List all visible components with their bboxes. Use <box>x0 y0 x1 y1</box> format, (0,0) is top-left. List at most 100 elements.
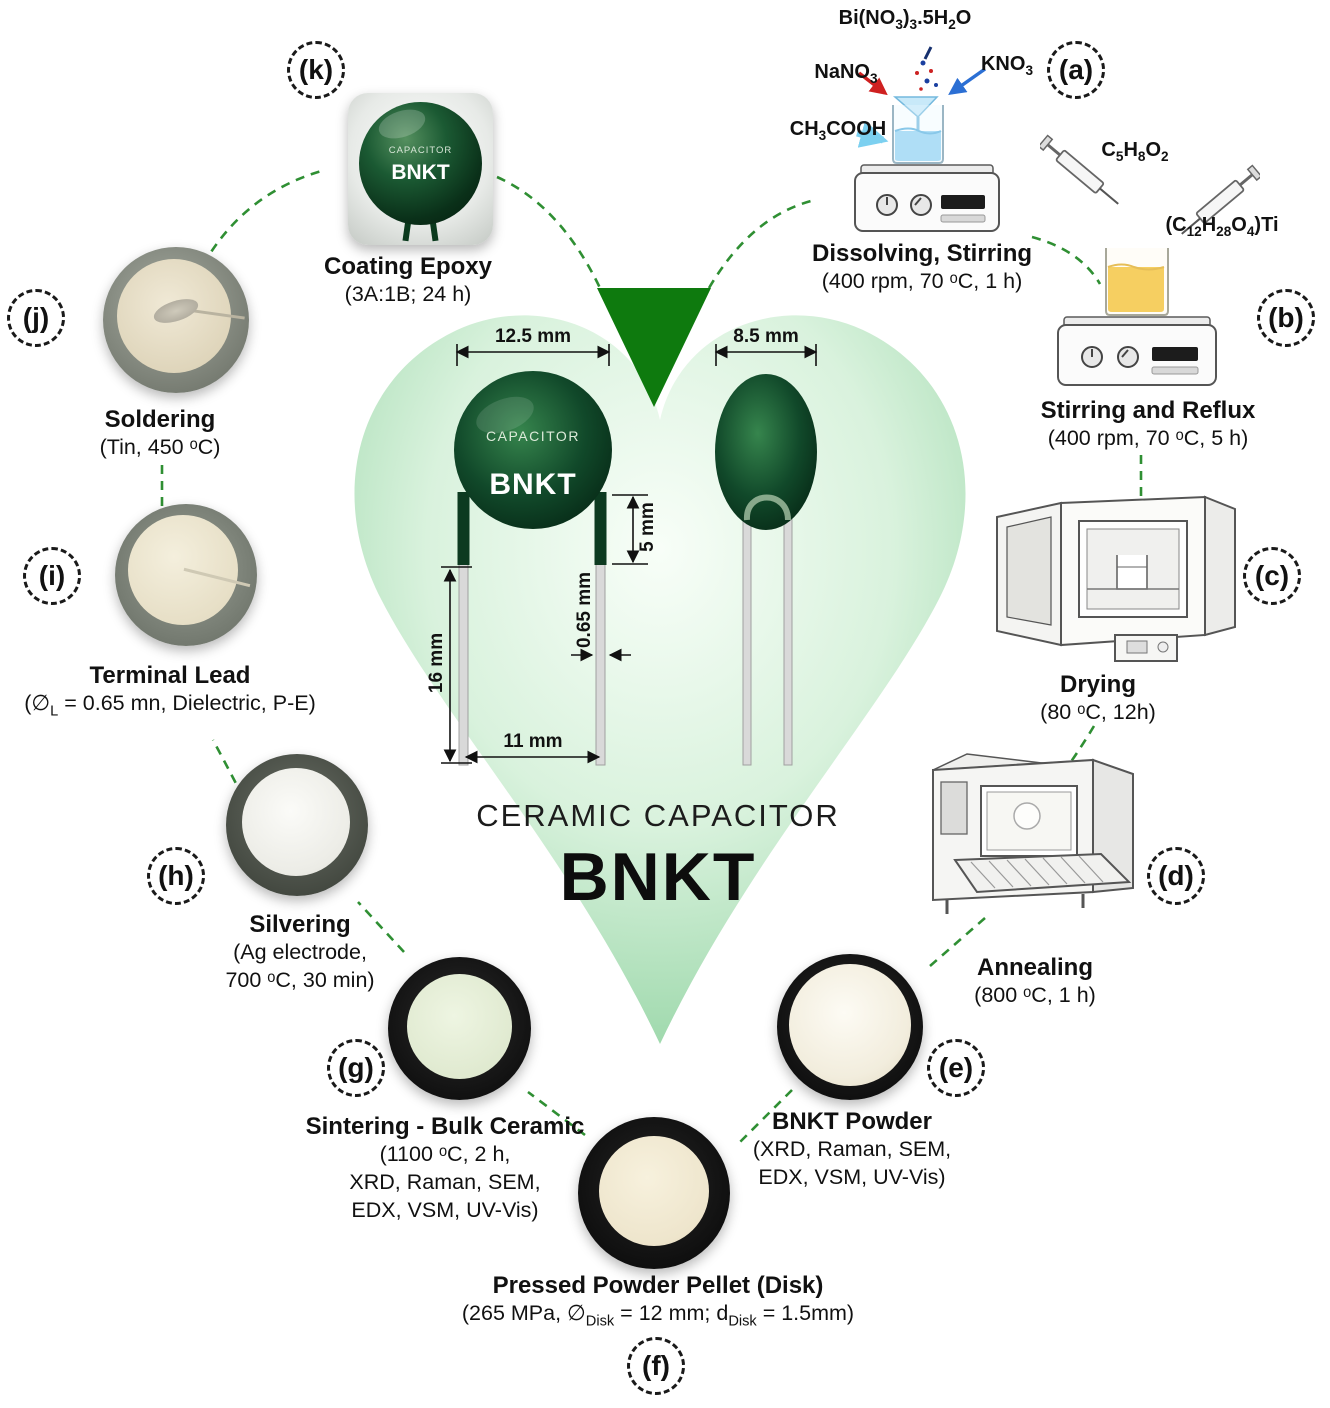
photo-terminal-lead <box>115 504 257 646</box>
dim-front-width: 12.5 mm <box>494 326 572 347</box>
caption-step-b: Stirring and Reflux (400 rpm, 70 ᵒC, 5 h… <box>1023 397 1273 453</box>
reagent-acetic-acid: CH3COOH <box>789 118 887 143</box>
caption-step-j: Soldering (Tin, 450 ᵒC) <box>60 406 260 462</box>
step-badge-b: (b) <box>1257 289 1315 347</box>
photo-silvered-disk <box>226 754 368 896</box>
syringe-icon <box>1181 164 1260 235</box>
step-detail: (265 MPa, ∅Disk = 12 mm; dDisk = 1.5mm) <box>461 1301 855 1330</box>
reagent-potassium-nitrate: KNO3 <box>980 53 1033 78</box>
reagent-bi-nitrate: Bi(NO3)3.5H2O <box>838 7 972 32</box>
caption-step-a: Dissolving, Stirring (400 rpm, 70 ᵒC, 1 … <box>772 240 1072 296</box>
dimension-arrows <box>441 344 818 764</box>
capacitor-front-label-top: CAPACITOR <box>486 428 580 444</box>
acid-arrow-icon <box>856 120 889 148</box>
photo-sintered-ceramic <box>388 957 531 1100</box>
flow-connector <box>527 1090 586 1137</box>
dim-side-width: 8.5 mm <box>733 326 799 347</box>
nano3-arrow-icon <box>857 71 888 96</box>
capacitor-side-disc <box>715 374 817 530</box>
photo-coated-capacitor: CAPACITOR BNKT <box>348 93 493 245</box>
step-badge-h: (h) <box>147 847 205 905</box>
flow-connector <box>739 1089 793 1143</box>
step-title: Silvering <box>249 911 351 938</box>
flow-connector <box>496 175 602 289</box>
figure-title: CERAMIC CAPACITOR <box>476 798 840 833</box>
heart-graphic <box>354 288 966 1045</box>
step-detail: (400 rpm, 70 ᵒC, 5 h) <box>1047 426 1249 451</box>
kno3-arrow-icon <box>948 67 987 96</box>
powder-surface <box>789 964 911 1086</box>
flow-connector <box>357 901 405 953</box>
caption-step-i: Terminal Lead (∅L = 0.65 mn, Dielectric,… <box>2 662 338 722</box>
sintered-disk <box>407 974 512 1079</box>
bi-salt-crystals-icon <box>915 46 938 91</box>
step-detail: (∅L = 0.65 mn, Dielectric, P-E) <box>24 691 316 720</box>
flow-connector <box>707 198 816 289</box>
dim-lead-diameter: 0.65 mm <box>574 571 595 649</box>
reagent-sodium-nitrate: NaNO3 <box>814 61 878 86</box>
step-title: Soldering <box>104 406 216 433</box>
capacitor-side-drawing <box>715 374 817 766</box>
step-badge-e: (e) <box>927 1039 985 1097</box>
dissolving-stirrer-illustration <box>854 46 1000 232</box>
step-badge-k: (k) <box>287 41 345 99</box>
capacitor-front-drawing <box>454 371 612 766</box>
magnetic-stirrer-icon <box>1057 316 1217 386</box>
step-detail: (Tin, 450 ᵒC) <box>99 435 221 460</box>
dim-lead-spacing: 11 mm <box>503 731 563 752</box>
step-detail: (3A:1B; 24 h) <box>344 282 472 307</box>
epoxy-ball <box>359 102 482 225</box>
step-detail: (400 rpm, 70 ᵒC, 1 h) <box>821 269 1023 294</box>
step-badge-d: (d) <box>1147 847 1205 905</box>
crucible-icon <box>1013 802 1041 830</box>
step-title: BNKT Powder <box>771 1108 932 1135</box>
photo-soldered-disk <box>103 247 249 393</box>
heart-notch-triangle <box>597 288 711 407</box>
step-detail: (800 ᵒC, 1 h) <box>974 983 1096 1008</box>
step-title: Stirring and Reflux <box>1040 397 1256 424</box>
step-badge-j: (j) <box>7 289 65 347</box>
step-title: Sintering - Bulk Ceramic <box>305 1113 585 1140</box>
step-detail: (XRD, Raman, SEM, EDX, VSM, UV-Vis) <box>752 1137 952 1190</box>
epoxy-ball-label-main: BNKT <box>391 161 450 184</box>
photo-bnkt-powder <box>777 954 923 1100</box>
figure-name: BNKT <box>559 839 757 915</box>
step-badge-g: (g) <box>327 1039 385 1097</box>
lead-attached-disk <box>128 515 238 625</box>
step-badge-f: (f) <box>627 1337 685 1395</box>
beaker-blue-icon <box>892 105 944 164</box>
drying-oven-illustration <box>996 495 1236 662</box>
syringe-icon <box>1040 134 1119 205</box>
step-detail: (Ag electrode, 700 ᵒC, 30 min) <box>225 940 375 993</box>
epoxy-ball-label-top: CAPACITOR <box>388 145 453 156</box>
photo-pressed-pellet <box>578 1117 730 1269</box>
reagent-titanium-precursor: (C12H28O4)Ti <box>1165 214 1279 239</box>
caption-step-h: Silvering (Ag electrode, 700 ᵒC, 30 min) <box>180 911 420 995</box>
flow-connector <box>1066 725 1096 767</box>
silver-electrode-disk <box>242 768 350 876</box>
caption-step-f: Pressed Powder Pellet (Disk) (265 MPa, ∅… <box>428 1272 888 1332</box>
funnel-icon <box>892 96 939 131</box>
step-title: Dissolving, Stirring <box>811 240 1033 267</box>
caption-step-g: Sintering - Bulk Ceramic (1100 ᵒC, 2 h, … <box>295 1113 595 1225</box>
step-detail: (1100 ᵒC, 2 h, XRD, Raman, SEM, EDX, VSM… <box>349 1142 541 1223</box>
step-title: Pressed Powder Pellet (Disk) <box>492 1272 824 1299</box>
caption-step-k: Coating Epoxy (3A:1B; 24 h) <box>288 253 528 309</box>
step-title: Annealing <box>976 954 1093 981</box>
dim-lead-length: 16 mm <box>426 632 447 694</box>
step-badge-a: (a) <box>1047 41 1105 99</box>
oven-beaker-icon <box>1116 555 1148 590</box>
annealing-furnace-illustration <box>932 753 1134 914</box>
magnetic-stirrer-icon <box>854 164 1000 232</box>
caption-step-d: Annealing (800 ᵒC, 1 h) <box>935 954 1135 1010</box>
capacitor-front-label-main: BNKT <box>489 468 577 501</box>
flow-connector <box>201 168 326 266</box>
dim-coat-clearance: 5 mm <box>637 502 658 552</box>
step-title: Terminal Lead <box>89 662 251 689</box>
flow-connector <box>929 917 986 967</box>
step-title: Coating Epoxy <box>323 253 492 280</box>
step-detail: (80 ᵒC, 12h) <box>1040 700 1156 725</box>
caption-step-e: BNKT Powder (XRD, Raman, SEM, EDX, VSM, … <box>722 1108 982 1192</box>
